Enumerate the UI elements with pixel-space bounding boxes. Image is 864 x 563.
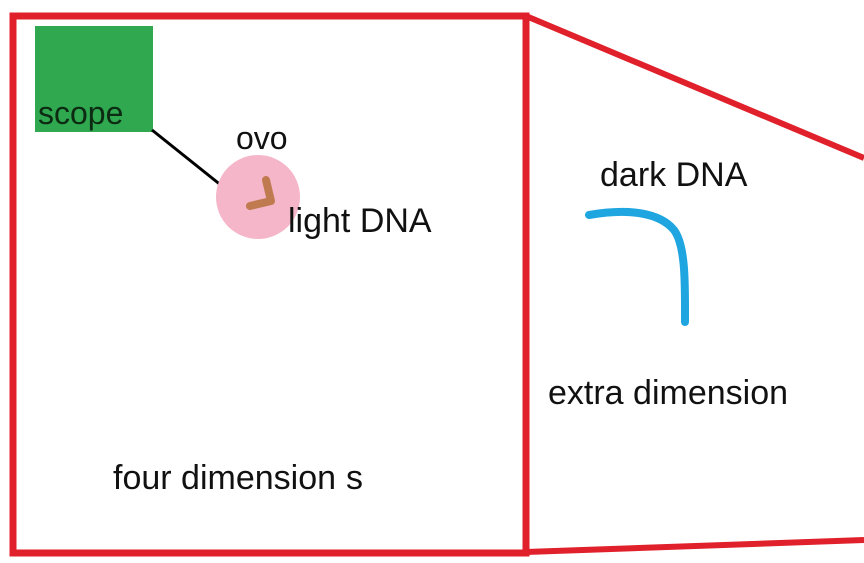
dark-dna-strand [585, 207, 690, 326]
four-dimensions-frame [9, 12, 530, 557]
four-dimensions-label: four dimension s [113, 459, 363, 497]
projection-top-line [524, 13, 864, 161]
four-dimensions-label-suffix: s [346, 459, 363, 497]
scope-label: scope [38, 95, 123, 131]
dark-dna-label: dark DNA [600, 156, 748, 194]
scope-box [35, 26, 153, 132]
extra-dimension-label: extra dimension [548, 374, 788, 412]
ovo-label: ovo [236, 120, 288, 156]
scope-connector-line [151, 128, 223, 188]
four-dimensions-label-main: four dimension [113, 459, 336, 497]
ovo-circle [216, 155, 300, 239]
light-dna-strand [246, 176, 275, 210]
light-dna-label: light DNA [288, 202, 432, 240]
projection-bottom-line [525, 537, 864, 555]
